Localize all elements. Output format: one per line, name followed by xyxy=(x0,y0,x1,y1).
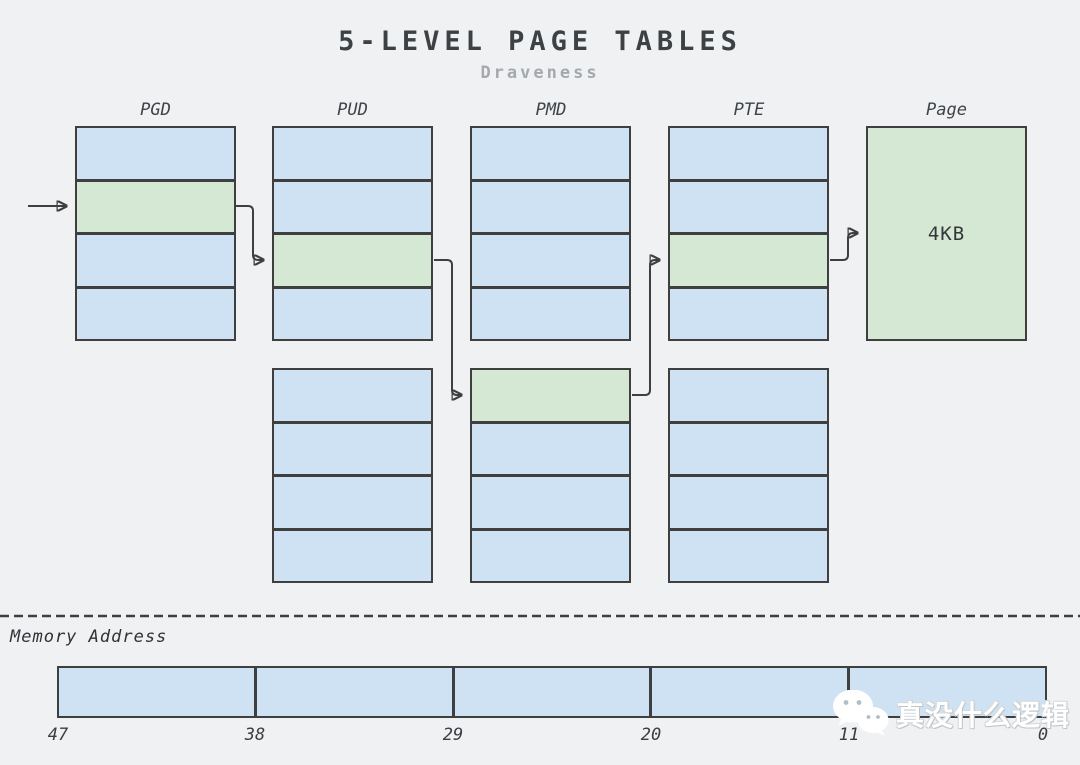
tick-label-20: 20 xyxy=(640,725,662,745)
pte-table-top xyxy=(668,126,829,341)
table-entry-blue xyxy=(670,420,827,474)
table-entry-blue xyxy=(472,420,629,474)
tick-label-0: 0 xyxy=(1037,725,1049,745)
table-entry-blue xyxy=(274,420,431,474)
table-entry-green xyxy=(77,178,234,232)
pmd-table-top xyxy=(470,126,631,341)
column-header-pgd: PGD xyxy=(140,100,171,120)
pte-table-bottom xyxy=(668,368,829,583)
table-entry-blue xyxy=(670,474,827,528)
address-bit-segment xyxy=(451,668,650,716)
table-entry-blue xyxy=(670,178,827,232)
table-entry-blue xyxy=(472,232,629,286)
table-entry-blue xyxy=(472,527,629,581)
page-title: 5-LEVEL PAGE TABLES xyxy=(338,26,742,57)
table-entry-green xyxy=(670,232,827,286)
address-bit-segment xyxy=(253,668,452,716)
table-entry-blue xyxy=(274,474,431,528)
wechat-icon xyxy=(833,690,889,736)
column-header-page: Page xyxy=(926,100,967,120)
table-entry-blue xyxy=(274,178,431,232)
table-entry-green xyxy=(274,232,431,286)
address-bit-segment xyxy=(59,668,254,716)
pud-table-bottom xyxy=(272,368,433,583)
table-entry-blue xyxy=(670,527,827,581)
table-entry-blue xyxy=(77,285,234,339)
connector-pte-to-page xyxy=(830,233,857,261)
table-entry-blue xyxy=(670,370,827,421)
tick-label-29: 29 xyxy=(442,725,464,745)
watermark: 真没什么逻辑 xyxy=(832,690,1070,736)
address-bit-segment xyxy=(649,668,847,716)
column-header-pte: PTE xyxy=(733,100,765,120)
tick-label-47: 47 xyxy=(47,725,69,745)
table-entry-blue xyxy=(472,474,629,528)
column-header-pmd: PMD xyxy=(535,100,567,120)
column-header-pud: PUD xyxy=(337,100,368,120)
watermark-text: 真没什么逻辑 xyxy=(896,699,1071,732)
table-entry-blue xyxy=(670,128,827,179)
page-box: 4KB xyxy=(866,126,1027,341)
table-entry-blue xyxy=(274,285,431,339)
connector-pmd-to-pte xyxy=(632,260,659,396)
table-entry-blue xyxy=(274,370,431,421)
pud-table-top xyxy=(272,126,433,341)
pgd-table xyxy=(75,126,236,341)
pmd-table-bottom xyxy=(470,368,631,583)
table-entry-blue xyxy=(472,128,629,179)
memory-address-label: Memory Address xyxy=(10,627,168,647)
connector-pgd-to-pud xyxy=(236,205,263,260)
table-entry-blue xyxy=(472,178,629,232)
table-entry-blue xyxy=(274,527,431,581)
table-entry-blue xyxy=(77,128,234,179)
table-entry-blue xyxy=(472,285,629,339)
table-entry-blue xyxy=(274,128,431,179)
table-entry-green xyxy=(472,370,629,421)
connector-pud-to-pmd xyxy=(434,259,461,395)
tick-label-11: 11 xyxy=(838,725,860,745)
table-entry-blue xyxy=(670,285,827,339)
page-size-label: 4KB xyxy=(927,222,966,245)
page-subtitle: Draveness xyxy=(480,63,600,83)
table-entry-blue xyxy=(77,232,234,286)
tick-label-38: 38 xyxy=(244,725,266,745)
